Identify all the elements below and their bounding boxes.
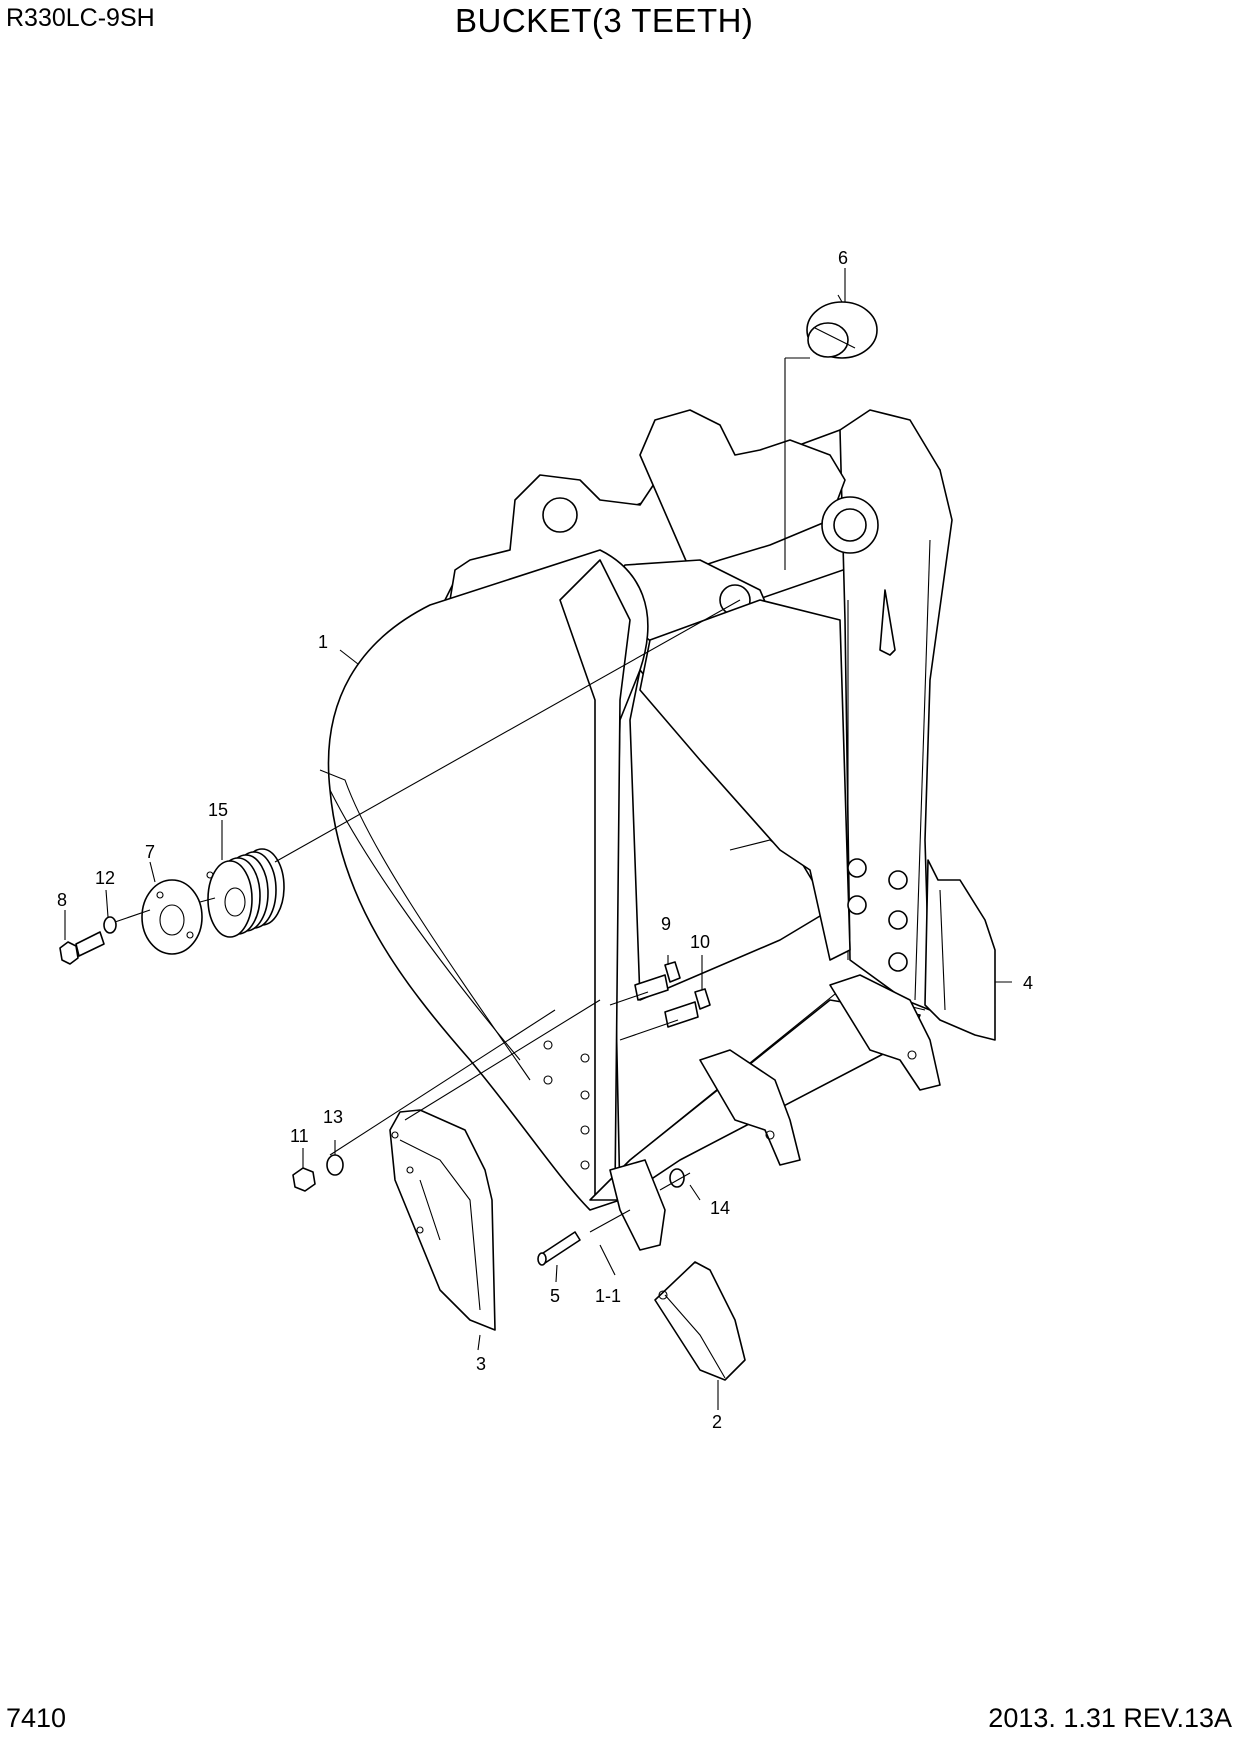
callout-13: 13 <box>323 1107 343 1127</box>
callout-15: 15 <box>208 800 228 820</box>
nut-11 <box>292 1167 316 1192</box>
callout-10: 10 <box>690 932 710 952</box>
callout-5: 5 <box>550 1286 560 1306</box>
side-cutter-right <box>924 859 996 1041</box>
callout-8: 8 <box>57 890 67 910</box>
bolt-8 <box>59 931 105 965</box>
model-code: R330LC-9SH <box>6 4 155 32</box>
callout-1: 1 <box>318 632 328 652</box>
callout-11: 11 <box>290 1126 309 1146</box>
retainer-plate <box>141 879 203 955</box>
washer-12 <box>103 916 117 934</box>
tooth-pin <box>537 1231 581 1266</box>
leader-lines <box>114 294 843 1233</box>
side-cutter-nuts <box>847 858 908 972</box>
callout-6: 6 <box>838 248 848 268</box>
callout-leaders <box>64 268 1012 1410</box>
callout-numbers: 1 1-1 2 3 4 5 6 7 8 9 10 11 12 13 14 15 <box>57 248 1033 1432</box>
callout-7: 7 <box>145 842 155 862</box>
tooth-point <box>654 1261 746 1381</box>
callout-4: 4 <box>1023 973 1033 993</box>
callout-9: 9 <box>661 914 671 934</box>
callout-14: 14 <box>710 1198 730 1218</box>
bolt-10 <box>664 988 711 1028</box>
callout-2: 2 <box>712 1412 722 1432</box>
bushing <box>806 301 878 359</box>
page-number: 7410 <box>6 1703 67 1733</box>
side-cutter-left <box>389 1109 496 1331</box>
callout-1-1: 1-1 <box>595 1286 621 1306</box>
shim-stack <box>206 848 285 938</box>
callout-12: 12 <box>95 868 115 888</box>
page-title: BUCKET(3 TEETH) <box>455 2 754 39</box>
bucket-body <box>319 409 953 1251</box>
washer-13 <box>326 1154 344 1176</box>
callout-3: 3 <box>476 1354 486 1374</box>
revision-date: 2013. 1.31 REV.13A <box>988 1703 1232 1733</box>
